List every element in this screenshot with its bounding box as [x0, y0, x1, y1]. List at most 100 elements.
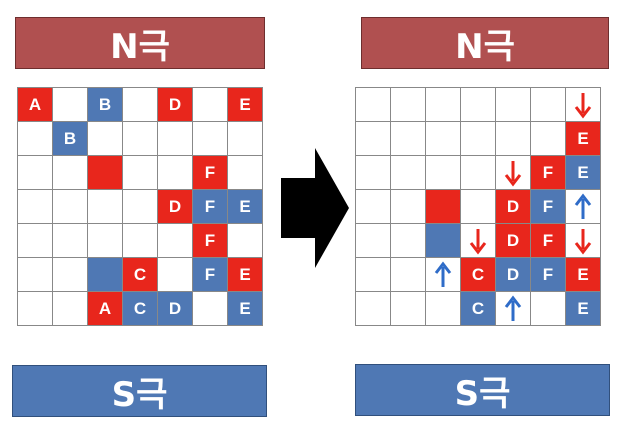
empty-cell — [122, 121, 158, 156]
empty-cell — [390, 291, 426, 326]
empty-cell — [390, 189, 426, 224]
empty-cell — [52, 155, 88, 190]
empty-cell — [425, 155, 461, 190]
empty-cell — [17, 223, 53, 258]
empty-cell — [460, 189, 496, 224]
magnet-cell: C — [460, 291, 496, 326]
arrow-up-blue-icon — [565, 189, 601, 224]
empty-cell — [355, 87, 391, 122]
magnet-cell: E — [227, 291, 263, 326]
magnet-cell: C — [122, 291, 158, 326]
magnet-cell: E — [227, 87, 263, 122]
empty-cell — [390, 223, 426, 258]
empty-cell — [390, 257, 426, 292]
magnet-cell: F — [530, 223, 566, 258]
magnet-cell: D — [157, 291, 193, 326]
empty-cell — [425, 87, 461, 122]
empty-cell — [122, 189, 158, 224]
magnet-cell — [425, 223, 461, 258]
empty-cell — [52, 257, 88, 292]
magnet-cell: C — [122, 257, 158, 292]
empty-cell — [52, 223, 88, 258]
empty-cell — [87, 121, 123, 156]
magnet-cell: B — [87, 87, 123, 122]
empty-cell — [157, 121, 193, 156]
empty-cell — [192, 121, 228, 156]
magnet-cell: E — [565, 257, 601, 292]
empty-cell — [87, 223, 123, 258]
empty-cell — [390, 155, 426, 190]
empty-cell — [157, 155, 193, 190]
south-pole-banner-left: S극 — [12, 365, 267, 417]
magnet-cell: E — [227, 257, 263, 292]
empty-cell — [157, 223, 193, 258]
arrow-down-red-icon — [495, 155, 531, 190]
empty-cell — [495, 121, 531, 156]
empty-cell — [390, 87, 426, 122]
empty-cell — [530, 291, 566, 326]
empty-cell — [495, 87, 531, 122]
empty-cell — [17, 189, 53, 224]
empty-cell — [390, 121, 426, 156]
empty-cell — [52, 291, 88, 326]
empty-cell — [17, 291, 53, 326]
empty-cell — [227, 155, 263, 190]
magnet-cell: F — [192, 257, 228, 292]
empty-cell — [17, 121, 53, 156]
arrow-up-blue-icon — [425, 257, 461, 292]
magnet-cell: E — [565, 291, 601, 326]
empty-cell — [355, 291, 391, 326]
empty-cell — [192, 291, 228, 326]
magnet-cell: F — [530, 257, 566, 292]
magnet-cell: D — [157, 189, 193, 224]
magnet-cell — [87, 155, 123, 190]
arrow-down-red-icon — [565, 87, 601, 122]
empty-cell — [355, 257, 391, 292]
south-pole-banner-right: S극 — [355, 364, 610, 416]
magnet-cell: B — [52, 121, 88, 156]
empty-cell — [355, 121, 391, 156]
empty-cell — [355, 223, 391, 258]
magnet-cell: A — [17, 87, 53, 122]
north-pole-banner-left: N극 — [15, 17, 265, 69]
empty-cell — [460, 155, 496, 190]
empty-cell — [530, 87, 566, 122]
magnet-cell: F — [530, 189, 566, 224]
magnet-cell: D — [157, 87, 193, 122]
north-pole-banner-right: N극 — [361, 17, 609, 69]
magnet-cell: D — [495, 223, 531, 258]
magnet-cell: F — [530, 155, 566, 190]
magnet-cell: C — [460, 257, 496, 292]
magnet-cell: D — [495, 257, 531, 292]
empty-cell — [122, 223, 158, 258]
empty-cell — [460, 121, 496, 156]
magnet-cell: E — [227, 189, 263, 224]
empty-cell — [227, 121, 263, 156]
arrow-down-red-icon — [565, 223, 601, 258]
empty-cell — [425, 121, 461, 156]
empty-cell — [52, 189, 88, 224]
empty-cell — [17, 257, 53, 292]
empty-cell — [87, 189, 123, 224]
transition-arrow-icon — [281, 148, 349, 268]
empty-cell — [192, 87, 228, 122]
empty-cell — [530, 121, 566, 156]
magnet-cell: F — [192, 223, 228, 258]
empty-cell — [425, 291, 461, 326]
magnet-cell: F — [192, 189, 228, 224]
magnet-cell — [425, 189, 461, 224]
magnet-cell — [87, 257, 123, 292]
arrow-up-blue-icon — [495, 291, 531, 326]
empty-cell — [122, 155, 158, 190]
empty-cell — [157, 257, 193, 292]
magnet-cell: E — [565, 121, 601, 156]
empty-cell — [17, 155, 53, 190]
magnet-cell: A — [87, 291, 123, 326]
empty-cell — [52, 87, 88, 122]
magnet-cell: D — [495, 189, 531, 224]
empty-cell — [122, 87, 158, 122]
arrow-down-red-icon — [460, 223, 496, 258]
empty-cell — [355, 155, 391, 190]
